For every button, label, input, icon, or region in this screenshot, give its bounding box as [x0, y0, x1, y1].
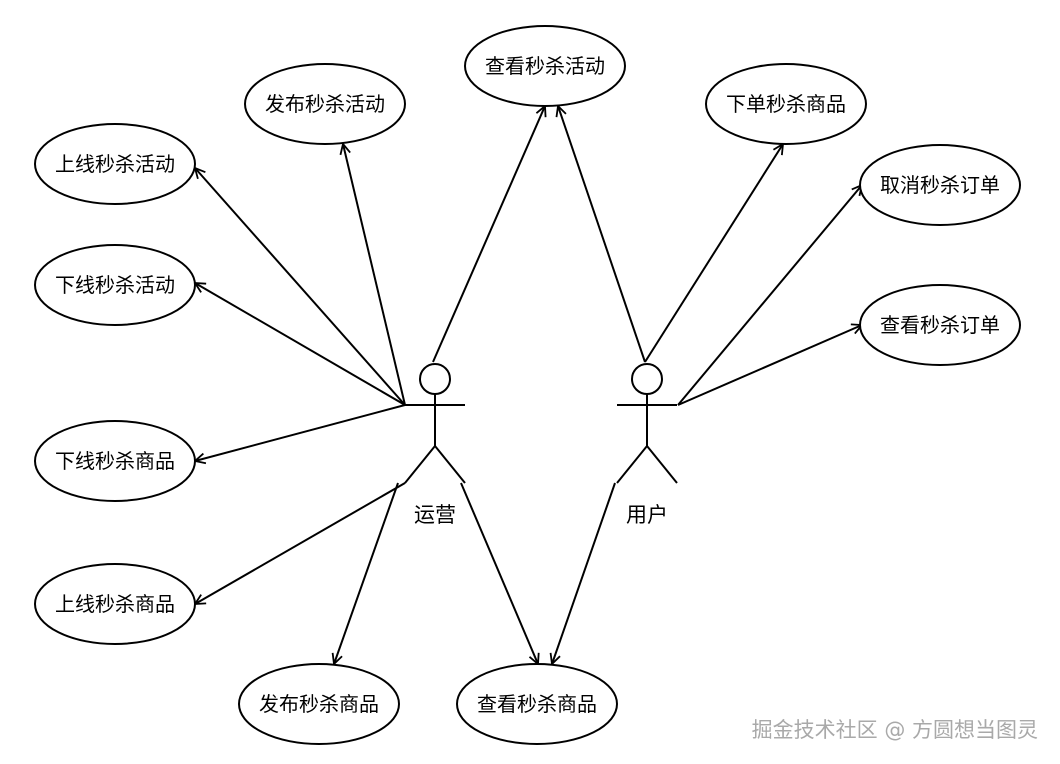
use-case-view-activity[interactable]: 查看秒杀活动: [464, 25, 626, 107]
actor-label: 用户: [626, 503, 668, 527]
use-case-cancel-order[interactable]: 取消秒杀订单: [859, 144, 1021, 226]
actor-head: [419, 363, 451, 395]
actor-ops[interactable]: 运营: [404, 363, 466, 527]
use-case-offline-goods[interactable]: 下线秒杀商品: [34, 420, 196, 502]
use-case-view-order[interactable]: 查看秒杀订单: [859, 284, 1021, 366]
use-case-online-activity[interactable]: 上线秒杀活动: [34, 123, 196, 205]
associations: [195, 106, 862, 664]
watermark: 掘金技术社区 @ 方圆想当图灵: [751, 718, 1038, 742]
assoc-user-view-goods: [552, 482, 616, 664]
assoc-user-cancel-order: [677, 185, 862, 406]
assoc-ops-publish-goods: [334, 482, 399, 664]
assoc-ops-offline-activity: [195, 283, 406, 406]
use-case-label: 查看秒杀活动: [485, 54, 605, 78]
use-case-label: 取消秒杀订单: [880, 173, 1000, 197]
actor-right-leg: [646, 445, 678, 484]
use-case-label: 上线秒杀商品: [55, 592, 175, 616]
use-case-label: 查看秒杀订单: [880, 313, 1000, 337]
assoc-ops-offline-goods: [195, 404, 406, 461]
assoc-ops-online-goods: [195, 482, 406, 604]
assoc-ops-view-goods: [460, 482, 538, 664]
assoc-user-order-goods: [644, 144, 783, 363]
actor-right-leg: [434, 445, 466, 484]
assoc-ops-online-activity: [195, 168, 406, 406]
use-case-view-goods[interactable]: 查看秒杀商品: [456, 663, 618, 745]
actor-label: 运营: [414, 503, 456, 527]
actor-left-leg: [404, 445, 436, 484]
assoc-user-view-activity: [558, 106, 646, 363]
assoc-ops-view-activity: [432, 106, 545, 363]
use-case-label: 发布秒杀活动: [265, 92, 385, 116]
use-case-label: 查看秒杀商品: [477, 692, 597, 716]
use-case-order-goods[interactable]: 下单秒杀商品: [705, 63, 867, 145]
use-case-publish-goods[interactable]: 发布秒杀商品: [238, 663, 400, 745]
actor-head: [631, 363, 663, 395]
use-case-label: 下线秒杀活动: [55, 273, 175, 297]
use-case-label: 下线秒杀商品: [55, 449, 175, 473]
use-case-label: 发布秒杀商品: [259, 692, 379, 716]
actor-left-leg: [616, 445, 648, 484]
use-case-label: 上线秒杀活动: [55, 152, 175, 176]
assoc-ops-publish-activity: [343, 144, 406, 406]
use-case-online-goods[interactable]: 上线秒杀商品: [34, 563, 196, 645]
use-case-publish-activity[interactable]: 发布秒杀活动: [244, 63, 406, 145]
use-case-label: 下单秒杀商品: [726, 92, 846, 116]
actor-user[interactable]: 用户: [616, 363, 678, 527]
assoc-user-view-order: [677, 325, 862, 406]
use-case-offline-activity[interactable]: 下线秒杀活动: [34, 244, 196, 326]
